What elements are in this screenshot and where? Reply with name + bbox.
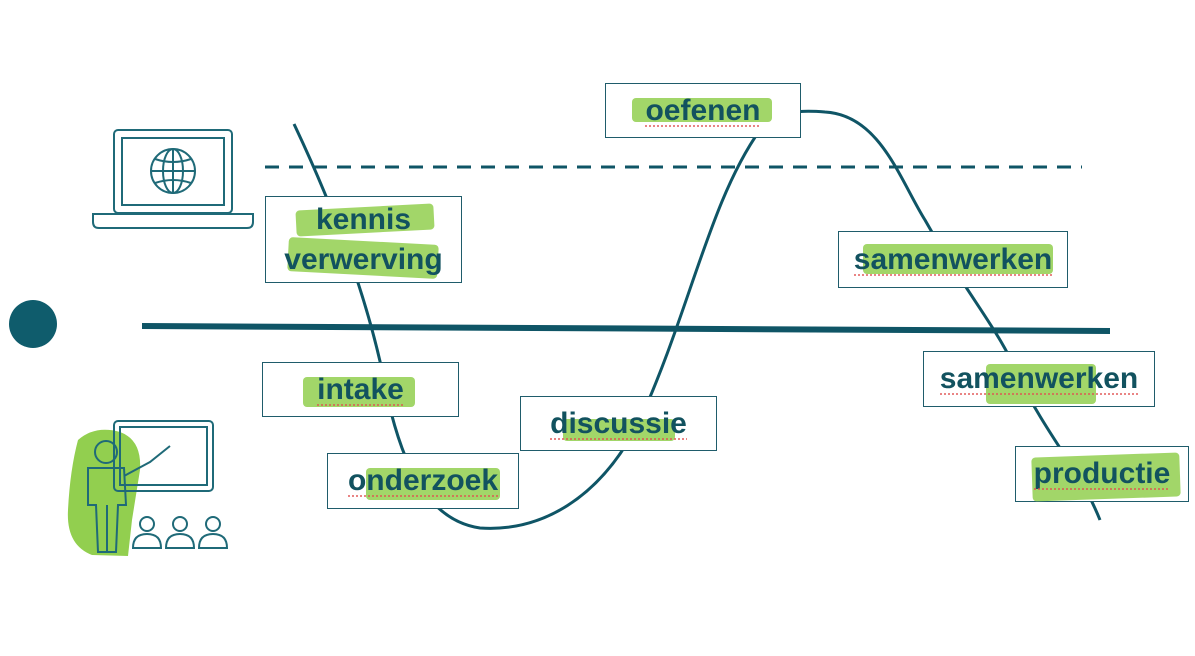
teacher-classroom-icon	[67, 420, 229, 556]
step-onderzoek-box: onderzoek	[327, 453, 519, 509]
laptop-globe-icon	[92, 129, 254, 229]
step-oefenen-label: oefenen	[645, 93, 761, 127]
step-samenwerken-top-label: samenwerken	[853, 242, 1053, 276]
step-verwerving-label: verwerving	[284, 242, 443, 276]
step-oefenen-box: oefenen	[605, 83, 801, 138]
step-intake-label: intake	[317, 372, 404, 406]
step-kennis-label: kennis	[315, 202, 412, 236]
step-kennisverwerving-box: kennis verwerving	[265, 196, 462, 283]
divider-line	[141, 323, 1111, 334]
step-discussie-label: discussie	[550, 406, 687, 440]
step-samenwerken-top-box: samenwerken	[838, 231, 1068, 288]
step-productie-label: productie	[1033, 457, 1171, 490]
step-intake-box: intake	[262, 362, 459, 417]
step-onderzoek-label: onderzoek	[347, 464, 499, 497]
step-samenwerken-bottom-label: samenwerken	[939, 362, 1139, 395]
step-productie-box: productie	[1015, 446, 1189, 502]
dot-marker-icon	[9, 300, 57, 348]
step-samenwerken-bottom-box: samenwerken	[923, 351, 1155, 407]
step-discussie-box: discussie	[520, 396, 717, 451]
